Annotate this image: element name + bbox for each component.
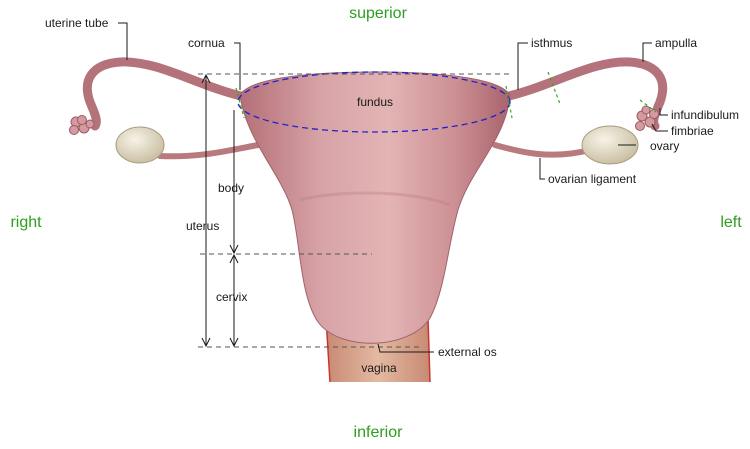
uterus-shading <box>299 191 451 207</box>
fundus-outline <box>237 71 511 133</box>
right-fimbriae <box>69 115 95 135</box>
leader-external-os <box>377 343 434 353</box>
left-fimbriae <box>635 105 659 131</box>
label-external-os: external os <box>438 345 497 359</box>
label-isthmus: isthmus <box>531 36 572 50</box>
leader-fimbriae <box>651 123 668 132</box>
label-body: body <box>218 181 244 195</box>
left-ovary <box>581 125 639 165</box>
leader-isthmus <box>517 42 528 90</box>
label-ampulla: ampulla <box>655 36 697 50</box>
leader-cornua <box>234 42 241 90</box>
boundary-marks <box>235 71 657 119</box>
label-infundibulum: infundibulum <box>671 108 739 122</box>
label-uterine-tube: uterine tube <box>45 16 109 30</box>
vagina-edge-right <box>427 317 431 383</box>
orientation-right: right <box>10 214 42 231</box>
label-uterus: uterus <box>186 219 219 233</box>
leader-infundibulum <box>659 108 668 116</box>
label-fimbriae: fimbriae <box>671 124 714 138</box>
uterus-shape <box>239 71 511 344</box>
left-ovarian-ligament <box>492 142 593 158</box>
orientation-inferior: inferior <box>354 424 404 441</box>
body-measure-arrow <box>229 110 239 255</box>
right-ovarian-ligament <box>157 142 261 160</box>
right-uterine-tube <box>82 57 255 131</box>
label-cervix: cervix <box>216 290 247 304</box>
label-ovarian-ligament: ovarian ligament <box>548 172 637 186</box>
leader-ampulla <box>642 42 652 62</box>
uterus-measure-arrow <box>201 73 211 348</box>
cervix-measure-arrow <box>229 253 239 348</box>
leader-uterine-tube <box>118 22 128 60</box>
label-cornua: cornua <box>188 36 225 50</box>
label-vagina: vagina <box>361 361 397 375</box>
orientation-left: left <box>720 214 742 231</box>
orientation-superior: superior <box>349 5 407 22</box>
leader-ovarian-ligament <box>539 158 545 180</box>
right-ovary <box>115 126 165 164</box>
label-fundus: fundus <box>357 95 393 109</box>
label-ovary: ovary <box>650 139 679 153</box>
